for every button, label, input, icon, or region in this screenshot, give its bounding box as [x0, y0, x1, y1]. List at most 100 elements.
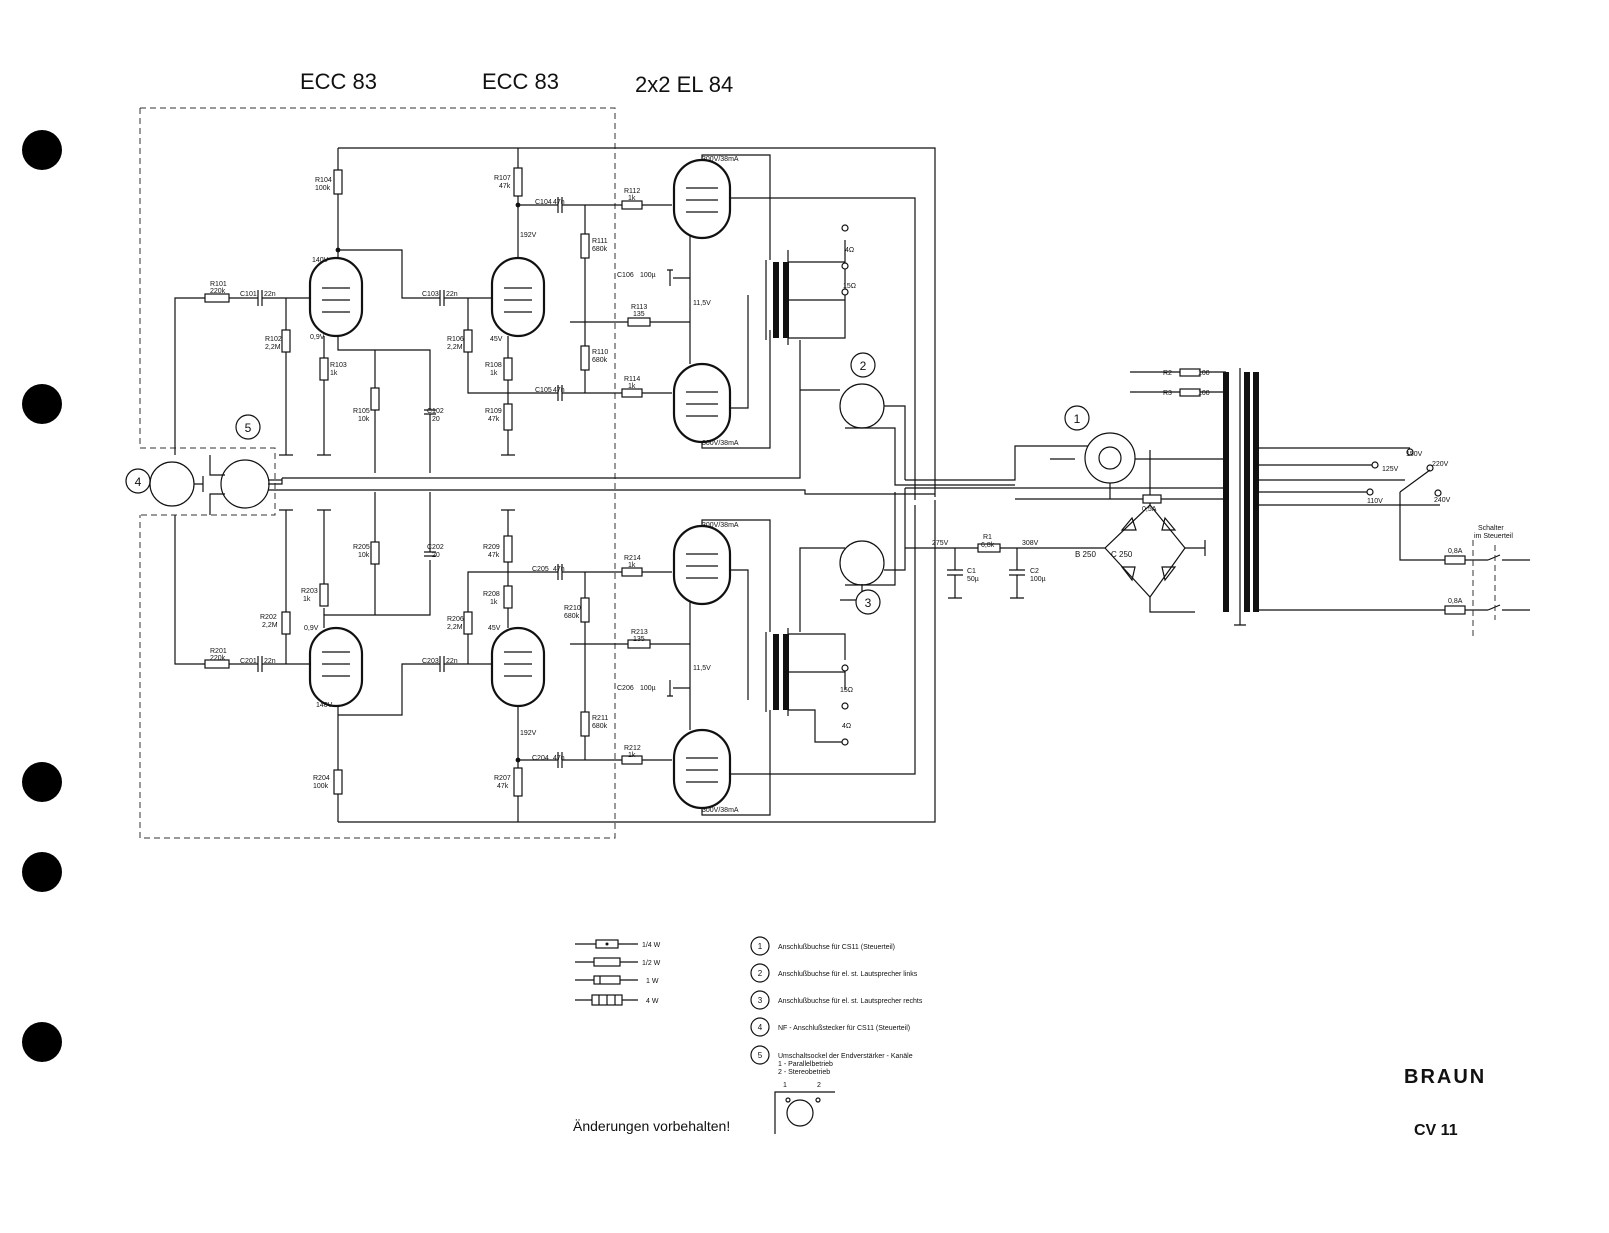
- value-r208: 1k: [490, 599, 498, 606]
- value-c106: 100µ: [640, 272, 656, 279]
- label-c103: C103: [422, 291, 439, 298]
- legend-quarter-watt: 1/4 W: [642, 942, 661, 949]
- label-c105: C105: [535, 387, 552, 394]
- label-r204: R204: [313, 775, 330, 782]
- legend-text-3: Anschlußbuchse für el. st. Lautsprecher …: [778, 998, 923, 1005]
- label-r113: R113: [631, 304, 647, 311]
- resistor: [580, 711, 590, 737]
- resistor: [463, 329, 473, 353]
- legend-badge-5: 5: [758, 1051, 763, 1060]
- resistor: [580, 233, 590, 259]
- label-r107: R107: [494, 175, 511, 182]
- label-r104: R104: [315, 177, 332, 184]
- label-r3: R3: [1163, 390, 1172, 397]
- rectifier-label-2: C 250: [1111, 550, 1133, 559]
- legend-sub-stereo: 2 - Stereobetrieb: [778, 1069, 830, 1076]
- electrolytic-capacitor: [667, 680, 673, 697]
- value-r111: 680k: [592, 246, 608, 253]
- legend-text-1: Anschlußbuchse für CS11 (Steuerteil): [778, 944, 895, 951]
- label-c204: C204: [532, 755, 549, 762]
- label-r112: R112: [624, 188, 640, 195]
- value-c204: 47n: [553, 755, 565, 762]
- label-r109: R109: [485, 408, 502, 415]
- label-r203: R203: [301, 588, 318, 595]
- resistor: [1179, 368, 1201, 377]
- value-r103: 1k: [330, 370, 338, 377]
- label-r211: R211: [592, 715, 608, 722]
- label-c202: C202: [427, 544, 444, 551]
- label-c102: C102: [427, 408, 444, 415]
- switch-diagram: [774, 1091, 835, 1134]
- el84-tube-upper-a: [672, 158, 732, 240]
- power-labels: R1 6,8k R2 100 R3 100 C1 50µ C2 100µ 275…: [932, 370, 1513, 605]
- label-r208: R208: [483, 591, 500, 598]
- value-c101: 22n: [264, 291, 276, 298]
- speaker-socket-right: [839, 540, 885, 586]
- lower-channel: [174, 492, 916, 822]
- legend-sub-parallel: 1 - Parallelbetrieb: [778, 1061, 833, 1068]
- switch-label-sub: im Steuerteil: [1474, 533, 1513, 540]
- resistor: [204, 293, 230, 303]
- label-r1: R1: [983, 534, 992, 541]
- resistor-legend: 1/4 W 1/2 W 1 W 4 W: [575, 939, 661, 1006]
- rectifier-label: B 250: [1075, 550, 1096, 559]
- upper-labels: R101 220k R102 2,2M R103 1k R104 100k R1…: [210, 156, 856, 447]
- voltage-output-cathode: 11,5V: [693, 300, 711, 307]
- label-r108: R108: [485, 362, 502, 369]
- resistor: [319, 357, 329, 381]
- legend-half-watt: 1/2 W: [642, 960, 661, 967]
- capacitor-c2: [1009, 548, 1025, 599]
- resistor: [463, 611, 473, 635]
- capacitor-c1: [947, 548, 963, 599]
- el84-tube-lower-b: [672, 728, 732, 810]
- voltage-output-plate-d: 300V/38mA: [702, 807, 739, 814]
- ecc83-tube-v1: [308, 256, 364, 338]
- value-r3: 100: [1198, 390, 1210, 397]
- speaker-socket-left: [839, 383, 885, 429]
- value-r205: 10k: [358, 552, 370, 559]
- value-c104: 47n: [553, 199, 565, 206]
- label-c205: C205: [532, 566, 549, 573]
- value-r110: 680k: [592, 357, 608, 364]
- label-r207: R207: [494, 775, 511, 782]
- label-r111: R111: [592, 238, 608, 245]
- legend-one-watt: 1 W: [646, 978, 659, 985]
- legend-four-watt: 4 W: [646, 998, 659, 1005]
- value-r107: 47k: [499, 183, 511, 190]
- resistor: [333, 769, 343, 795]
- value-c2: 100µ: [1030, 576, 1046, 583]
- el84-tube-upper-b: [672, 362, 732, 444]
- value-r108: 1k: [490, 370, 498, 377]
- power-supply: 1: [905, 368, 1530, 640]
- value-c102: 20: [432, 416, 440, 423]
- tap-125v: 125V: [1382, 466, 1399, 473]
- label-r2: R2: [1163, 370, 1172, 377]
- label-r205: R205: [353, 544, 370, 551]
- label-r206: R206: [447, 616, 464, 623]
- voltage-v4-cathode: 45V: [488, 625, 501, 632]
- connector-1-badge: [1064, 405, 1090, 431]
- value-r202: 2,2M: [262, 622, 278, 629]
- value-r210: 680k: [564, 613, 580, 620]
- voltage-v3-plate: 140V: [316, 702, 333, 709]
- value-r204: 100k: [313, 783, 329, 790]
- tube-header-output: 2x2 EL 84: [635, 72, 733, 97]
- bplus-rail-lower: [338, 500, 936, 823]
- resistor: [513, 167, 523, 197]
- label-r209: R209: [483, 544, 500, 551]
- input-plug-socket: [149, 461, 195, 507]
- voltage-output-plate-a: 300V/38mA: [702, 156, 739, 163]
- voltage-v3-cathode: 0,9V: [304, 625, 319, 632]
- tube-header-v2: ECC 83: [482, 69, 559, 94]
- label-r101: R101: [210, 281, 227, 288]
- value-r211: 680k: [592, 723, 608, 730]
- value-r105: 10k: [358, 416, 370, 423]
- label-r114: R114: [624, 376, 640, 383]
- value-r112: 1k: [628, 195, 636, 202]
- value-r2: 100: [1198, 370, 1210, 377]
- resistor: [503, 585, 513, 609]
- tube-header-v1: ECC 83: [300, 69, 377, 94]
- connector-legend: 1 Anschlußbuchse für CS11 (Steuerteil) 2…: [750, 936, 923, 1134]
- value-r203: 1k: [303, 596, 311, 603]
